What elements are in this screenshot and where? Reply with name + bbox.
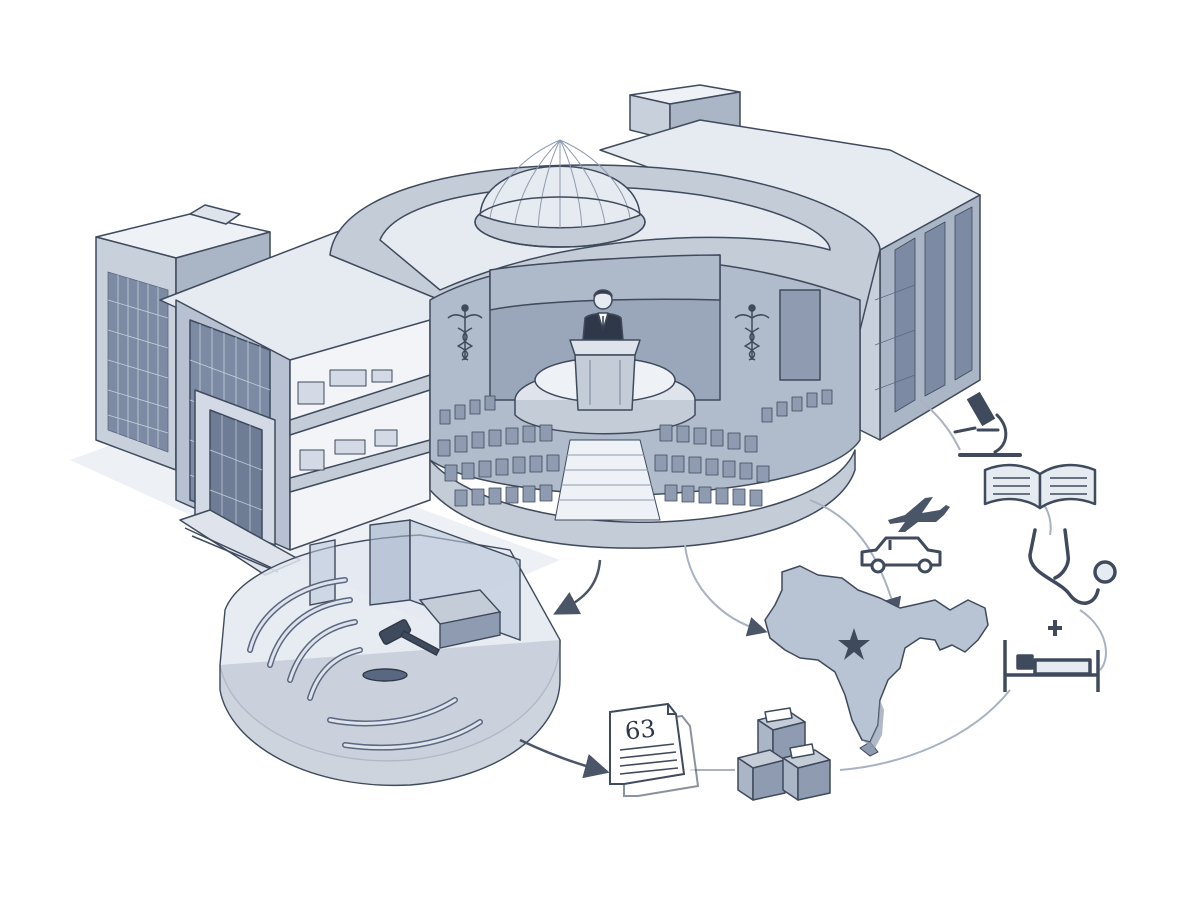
- caduceus-icon: [734, 304, 770, 361]
- ballot-box-icon: [737, 707, 831, 801]
- speaker-figure: [582, 289, 624, 341]
- parliament-building: [95, 84, 981, 576]
- hospital-bed-icon: [1003, 620, 1100, 692]
- numbered-document-icon: 63: [609, 702, 700, 797]
- seating-rows: [437, 389, 833, 507]
- india-map-icon: [764, 565, 989, 757]
- caduceus-icon: [447, 304, 483, 361]
- dome: [474, 139, 646, 248]
- stethoscope-icon: [1028, 528, 1117, 605]
- rotunda-chamber: [329, 164, 881, 549]
- car-icon: [860, 536, 942, 574]
- cutaway-offices: [289, 319, 431, 551]
- microscope-icon: [953, 391, 1022, 457]
- airplane-icon: [888, 497, 950, 532]
- flow-arrows: [519, 399, 1107, 779]
- gavel-icon: [362, 619, 441, 682]
- right-wing: [599, 84, 981, 441]
- podium: [569, 339, 641, 411]
- capital-star-icon: [838, 628, 870, 660]
- document-number: 63: [624, 714, 657, 745]
- courtroom-chamber: [219, 519, 561, 787]
- open-book-icon: [983, 463, 1097, 510]
